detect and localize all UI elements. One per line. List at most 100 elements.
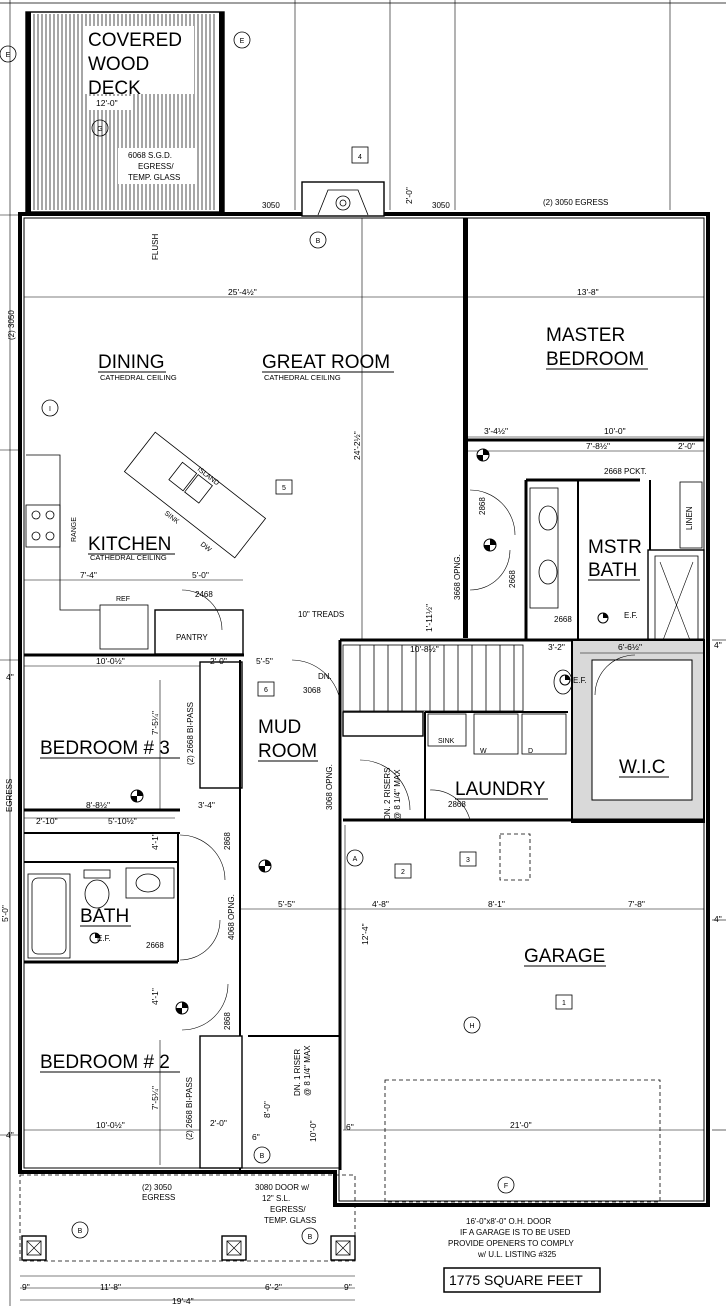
- callout-5: [275, 479, 293, 495]
- svg-text:(2) 3050: (2) 3050: [7, 310, 16, 340]
- room-underlines: [40, 368, 669, 1073]
- laundry-label: LAUNDRY: [455, 779, 546, 800]
- svg-text:13'-8": 13'-8": [577, 287, 599, 297]
- svg-text:H: H: [469, 1023, 474, 1030]
- svg-text:2'-0": 2'-0": [210, 1118, 227, 1128]
- svg-text:4'-1": 4'-1": [150, 833, 160, 850]
- kitchen-counters: [25, 454, 573, 755]
- svg-text:3'-4½": 3'-4½": [484, 426, 508, 436]
- kitchen-label: KITCHEN: [88, 534, 171, 555]
- svg-text:SINK: SINK: [438, 738, 455, 745]
- svg-text:PANTRY: PANTRY: [176, 633, 208, 642]
- svg-text:19'-4": 19'-4": [172, 1296, 194, 1306]
- svg-text:7'-5¼": 7'-5¼": [150, 711, 160, 735]
- svg-text:3068: 3068: [303, 686, 321, 695]
- svg-text:10'-0½": 10'-0½": [96, 1120, 125, 1130]
- mud-label-2: ROOM: [258, 741, 317, 762]
- svg-text:(2) 3050: (2) 3050: [142, 1183, 172, 1192]
- svg-text:B: B: [78, 1228, 83, 1235]
- svg-text:5'-10½": 5'-10½": [108, 816, 137, 826]
- callout-f: [497, 1176, 515, 1194]
- svg-text:E.F.: E.F.: [624, 611, 638, 620]
- square-feet-label: 1775 SQUARE FEET: [449, 1272, 583, 1288]
- bath-label: BATH: [80, 906, 129, 927]
- svg-text:3080 DOOR w/: 3080 DOOR w/: [255, 1183, 310, 1192]
- svg-text:10" TREADS: 10" TREADS: [298, 610, 344, 619]
- svg-text:1'-11½": 1'-11½": [424, 604, 434, 632]
- svg-text:9": 9": [344, 1282, 352, 1292]
- svg-text:1: 1: [562, 1000, 566, 1007]
- svg-text:2668: 2668: [146, 941, 164, 950]
- svg-text:W: W: [480, 748, 487, 755]
- callout-3: [459, 851, 477, 867]
- mud-label-1: MUD: [258, 717, 301, 738]
- mstr-bath-label-2: BATH: [588, 560, 637, 581]
- svg-text:2868: 2868: [448, 800, 466, 809]
- svg-text:7'-8½": 7'-8½": [586, 441, 610, 451]
- svg-text:EGRESS: EGRESS: [5, 779, 14, 812]
- svg-text:10'-0": 10'-0": [604, 426, 626, 436]
- dining-subtitle: CATHEDRAL CEILING: [100, 373, 177, 382]
- callout-b-fireplace: [309, 231, 327, 249]
- svg-text:EGRESS/: EGRESS/: [138, 162, 174, 171]
- annotation-notes: 3050 3050 (2) 3050 EGRESS 6068 S.G.D. EG…: [5, 151, 694, 1288]
- svg-text:10'-0½": 10'-0½": [96, 656, 125, 666]
- svg-text:EGRESS/: EGRESS/: [270, 1205, 306, 1214]
- room-labels: COVERED WOOD DECK DINING GREAT ROOM MAST…: [40, 30, 665, 1073]
- svg-text:(2) 2668 BI-PASS: (2) 2668 BI-PASS: [186, 702, 195, 765]
- svg-text:6'-2": 6'-2": [265, 1282, 282, 1292]
- svg-text:@ 8 1/4" MAX: @ 8 1/4" MAX: [303, 1045, 312, 1096]
- smoke-detectors: [89, 448, 609, 1015]
- great-room-label: GREAT ROOM: [262, 352, 390, 373]
- svg-text:5'-0": 5'-0": [192, 570, 209, 580]
- svg-text:2'-0": 2'-0": [678, 441, 695, 451]
- svg-text:2668: 2668: [508, 570, 517, 588]
- svg-text:B: B: [308, 1234, 313, 1241]
- callout-6: [257, 681, 275, 697]
- svg-text:D: D: [528, 748, 533, 755]
- svg-text:10'-8½": 10'-8½": [410, 644, 439, 654]
- svg-text:w/ U.L. LISTING #325: w/ U.L. LISTING #325: [477, 1250, 557, 1259]
- svg-text:6068 S.G.D.: 6068 S.G.D.: [128, 151, 172, 160]
- stairs: [342, 644, 524, 712]
- svg-text:4: 4: [358, 154, 362, 161]
- svg-text:3'-4": 3'-4": [198, 800, 215, 810]
- kitchen-island: [123, 431, 267, 559]
- fireplace: [301, 181, 385, 217]
- svg-text:5'-5": 5'-5": [278, 899, 295, 909]
- svg-text:2'-10": 2'-10": [36, 816, 58, 826]
- great-room-subtitle: CATHEDRAL CEILING: [264, 373, 341, 382]
- svg-text:2868: 2868: [223, 1012, 232, 1030]
- dimension-labels: 12'-0" 25'-4½" 13'-8" 24'-2½" 7'-4" 5'-0…: [0, 98, 722, 1306]
- svg-text:6'-6½": 6'-6½": [618, 642, 642, 652]
- svg-text:4": 4": [6, 1130, 14, 1140]
- master-label-1: MASTER: [546, 325, 625, 346]
- svg-text:4": 4": [714, 914, 722, 924]
- svg-text:4": 4": [714, 640, 722, 650]
- wic-label: W.I.C: [619, 757, 665, 778]
- svg-text:24'-2½": 24'-2½": [352, 431, 362, 460]
- svg-text:21'-0": 21'-0": [510, 1120, 532, 1130]
- svg-text:TEMP. GLASS: TEMP. GLASS: [128, 173, 180, 182]
- svg-text:25'-4½": 25'-4½": [228, 287, 257, 297]
- svg-text:IF A GARAGE IS TO BE USED: IF A GARAGE IS TO BE USED: [460, 1228, 571, 1237]
- bedroom2-label: BEDROOM # 2: [40, 1052, 170, 1073]
- master-label-2: BEDROOM: [546, 349, 644, 370]
- svg-text:RANGE: RANGE: [71, 517, 78, 542]
- svg-text:TEMP. GLASS: TEMP. GLASS: [264, 1216, 316, 1225]
- svg-text:(2) 2668 BI-PASS: (2) 2668 BI-PASS: [185, 1077, 194, 1140]
- square-feet-box: [443, 1267, 601, 1293]
- callout-g: [91, 119, 109, 137]
- svg-text:3'-2": 3'-2": [548, 642, 565, 652]
- svg-text:12" S.L.: 12" S.L.: [262, 1194, 290, 1203]
- svg-text:2868: 2868: [223, 832, 232, 850]
- svg-text:7'-8": 7'-8": [628, 899, 645, 909]
- svg-text:5: 5: [282, 485, 286, 492]
- svg-text:12'-0": 12'-0": [96, 98, 118, 108]
- svg-text:7'-4": 7'-4": [80, 570, 97, 580]
- mstr-bath-label-1: MSTR: [588, 537, 642, 558]
- svg-text:DN. 2 RISERS: DN. 2 RISERS: [383, 768, 392, 820]
- svg-text:16'-0"x8'-0" O.H. DOOR: 16'-0"x8'-0" O.H. DOOR: [466, 1217, 551, 1226]
- svg-text:I: I: [49, 406, 51, 413]
- svg-text:E.F.: E.F.: [97, 934, 111, 943]
